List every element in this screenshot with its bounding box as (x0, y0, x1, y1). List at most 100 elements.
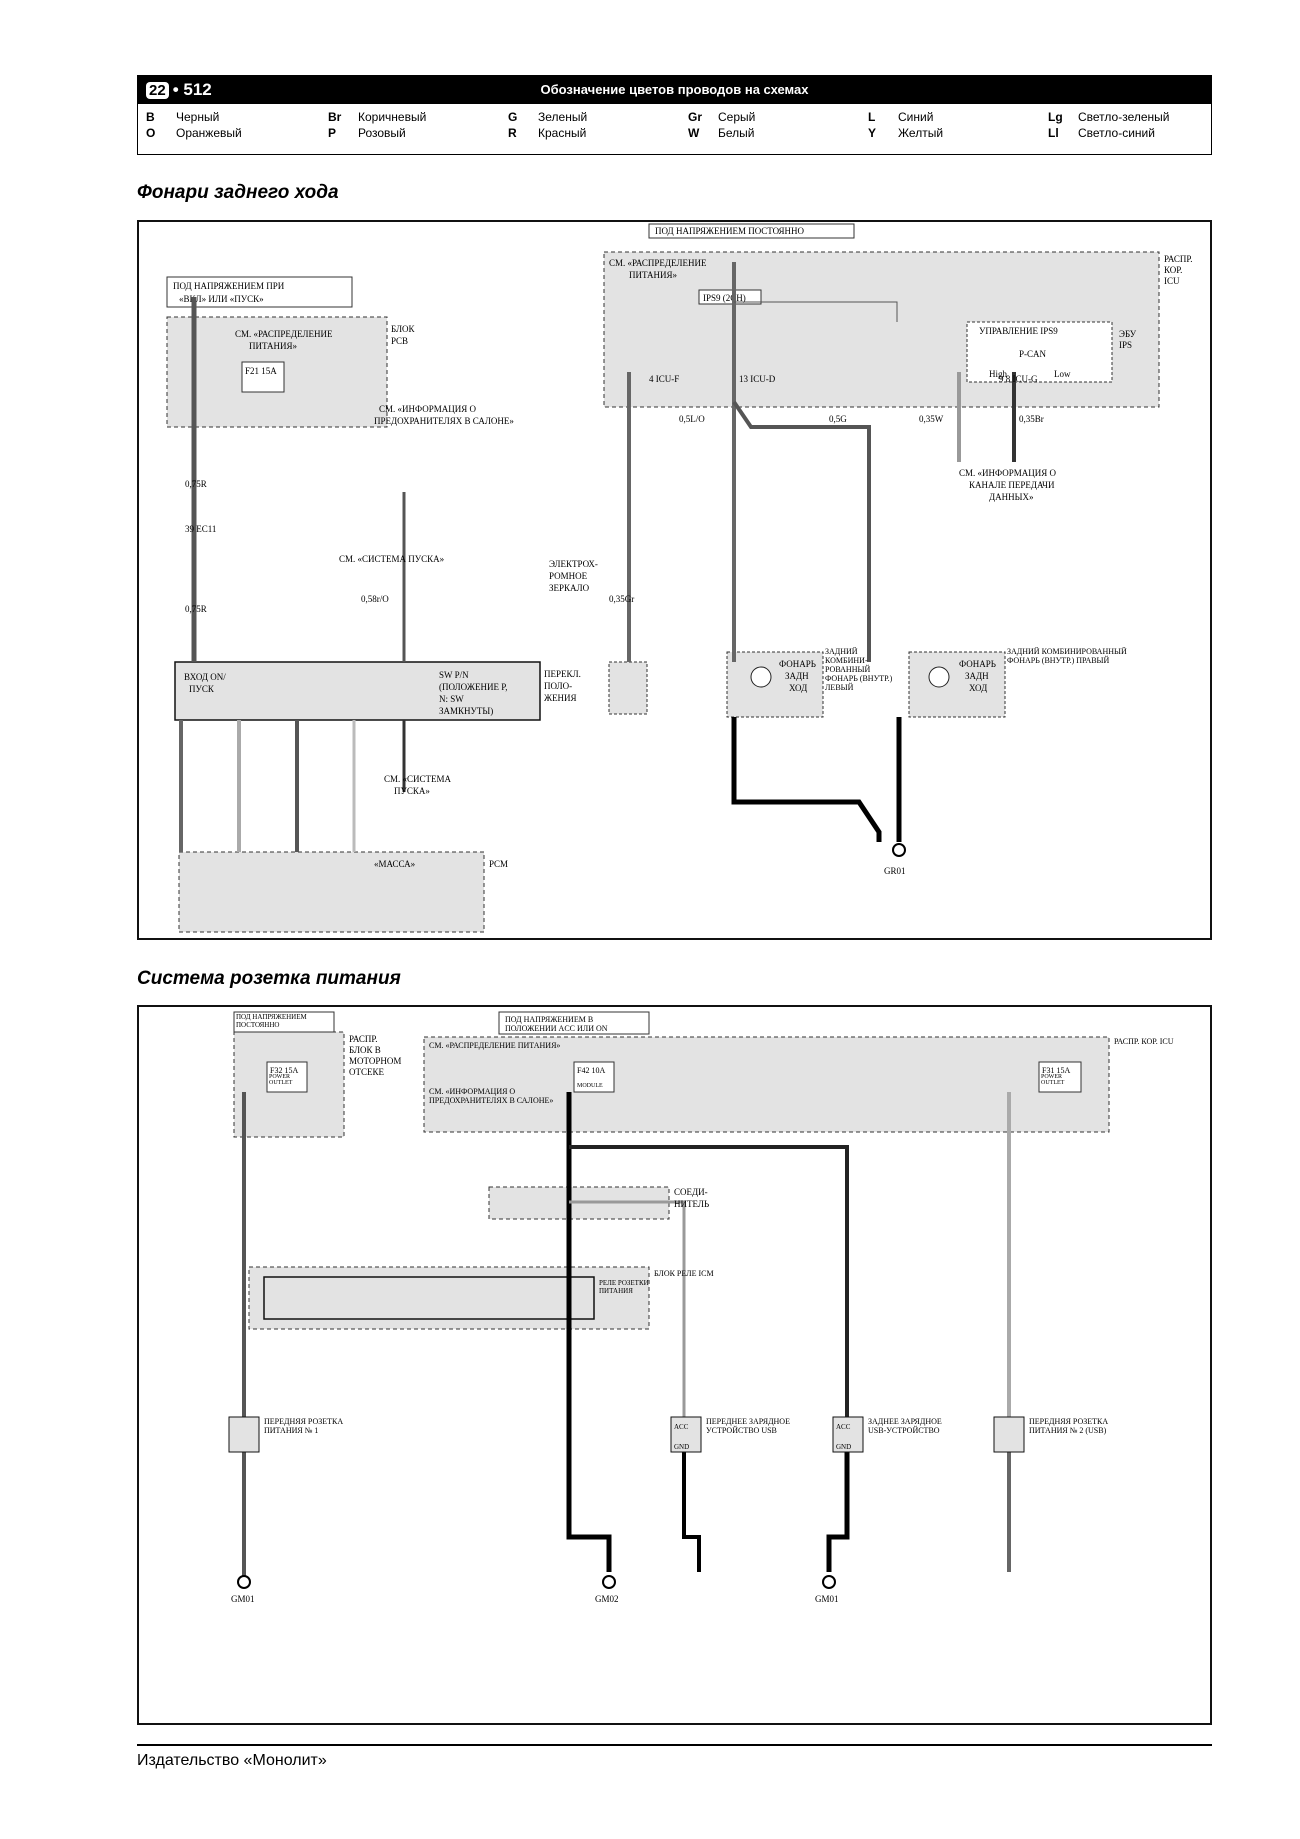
wire-05b-left (731, 717, 882, 842)
svg-text:МОТОРНОМ: МОТОРНОМ (349, 1056, 401, 1066)
wire-05l (569, 1145, 849, 1417)
svg-text:БЛОК: БЛОК (391, 324, 416, 334)
ground-icon (822, 1575, 836, 1589)
svg-text:MODULE: MODULE (577, 1083, 603, 1089)
const-power-label-2: ПОД НАПРЯЖЕНИЕМ ПОСТОЯННО (236, 1013, 307, 1029)
svg-text:ЗАДН: ЗАДН (965, 671, 989, 681)
see-dist-label: СМ. «РАСПРЕДЕЛЕНИЕ ПИТАНИЯ» (429, 1041, 560, 1050)
svg-text:ПОД НАПРЯЖЕНИЕМ ПРИ: ПОД НАПРЯЖЕНИЕМ ПРИ (173, 281, 285, 291)
electrochromic-mirror (608, 661, 648, 715)
svg-text:ПРЕДОХРАНИТЕЛЯХ В САЛОНЕ»: ПРЕДОХРАНИТЕЛЯХ В САЛОНЕ» (374, 416, 514, 426)
rear-usb-caption: ЗАДНЕЕ ЗАРЯДНОЕ USB-УСТРОЙСТВО (868, 1417, 942, 1435)
pcm-module (178, 851, 485, 933)
wire-label-035gr: 0,35Gr (609, 594, 634, 604)
front-usb-charger (670, 1416, 702, 1453)
svg-text:СМ. «СИСТЕМА ПУСКА»: СМ. «СИСТЕМА ПУСКА» (339, 554, 444, 564)
svg-text:БЛОК В: БЛОК В (349, 1045, 381, 1055)
svg-text:ACC: ACC (674, 1423, 689, 1431)
wire-03b (566, 1092, 612, 1572)
svg-text:GM01: GM01 (815, 1594, 839, 1604)
svg-text:СМ. «РАСПРЕДЕЛЕНИЕ: СМ. «РАСПРЕДЕЛЕНИЕ (609, 258, 707, 268)
svg-text:ПИТАНИЯ»: ПИТАНИЯ» (249, 341, 297, 351)
svg-text:PCM: PCM (489, 859, 508, 869)
svg-text:Low: Low (1054, 369, 1071, 379)
svg-text:ФОНАРЬ: ФОНАРЬ (779, 659, 816, 669)
section-title-reverse-lamps: Фонари заднего хода (137, 182, 339, 203)
svg-text:GR01: GR01 (884, 866, 906, 876)
relay-name-label: РЕЛЕ РОЗЕТКИ ПИТАНИЯ (599, 1279, 649, 1295)
power-outlet-label-2: POWER OUTLET (1041, 1074, 1064, 1086)
svg-text:СМ. «РАСПРЕДЕЛЕНИЕ: СМ. «РАСПРЕДЕЛЕНИЕ (235, 329, 333, 339)
right-lamp-body (908, 651, 1006, 718)
icu-junction-box-2 (423, 1036, 1110, 1133)
right-lamp-caption: ЗАДНИЙ КОМБИНИРОВАННЫЙ ФОНАРЬ (ВНУТР.) П… (1007, 647, 1127, 665)
svg-text:«ВКЛ» ИЛИ «ПУСК»: «ВКЛ» ИЛИ «ПУСК» (179, 294, 264, 304)
svg-text:PCB: PCB (391, 336, 408, 346)
power-outlet-schematic: ПОД НАПРЯЖЕНИЕМ ПОСТОЯННО ПОД НАПРЯЖЕНИЕ… (228, 1011, 1174, 1604)
header-bar: 22• 512 Обозначение цветов проводов на с… (138, 76, 1211, 104)
see-fuses-label: СМ. «ИНФОРМАЦИЯ О ПРЕДОХРАНИТЕЛЯХ В САЛО… (429, 1087, 553, 1105)
svg-text:ХОД: ХОД (969, 683, 987, 693)
fuse-f21 (241, 361, 285, 393)
svg-text:(ПОЛОЖЕНИЕ P,: (ПОЛОЖЕНИЕ P, (439, 682, 508, 692)
page-number: 22• 512 (146, 80, 212, 100)
front-outlet-1 (228, 1416, 260, 1453)
svg-text:ПОД НАПРЯЖЕНИЕМ В: ПОД НАПРЯЖЕНИЕМ В (505, 1015, 593, 1024)
wire-label-05lo: 0,5L/O (679, 414, 705, 424)
front-outlet-2-caption: ПЕРЕДНЯЯ РОЗЕТКА ПИТАНИЯ № 2 (USB) (1029, 1417, 1108, 1435)
svg-text:ПОЛО-: ПОЛО- (544, 681, 572, 691)
front-outlet-1-caption: ПЕРЕДНЯЯ РОЗЕТКА ПИТАНИЯ № 1 (264, 1417, 343, 1435)
svg-text:GM02: GM02 (595, 1594, 619, 1604)
pcb-block (166, 316, 388, 428)
svg-text:ПУСКА»: ПУСКА» (394, 786, 430, 796)
connector-icu-f: 4 ICU-F (649, 374, 679, 384)
wire-label-058r-o: 0,58r/O (361, 594, 389, 604)
right-lamp-bulb (928, 666, 950, 688)
svg-text:ВХОД ON/: ВХОД ON/ (184, 672, 226, 682)
fuse-module (573, 1061, 615, 1093)
publisher: Издательство «Монолит» (137, 1752, 327, 1769)
ips9-tag (698, 289, 762, 305)
acc-power-tag (498, 1011, 650, 1035)
section-title-power-outlet: Система розетка питания (137, 968, 401, 989)
wire-label-035w: 0,35W (919, 414, 944, 424)
svg-text:НИТЕЛЬ: НИТЕЛЬ (674, 1199, 709, 1209)
svg-text:РАСПР.: РАСПР. (349, 1034, 378, 1044)
svg-text:ОТСЕКЕ: ОТСЕКЕ (349, 1067, 385, 1077)
rear-usb-charger (832, 1416, 864, 1453)
svg-text:SW P/N: SW P/N (439, 670, 469, 680)
svg-text:«МАССА»: «МАССА» (374, 859, 415, 869)
svg-text:GND: GND (836, 1443, 851, 1451)
svg-text:ЖЕНИЯ: ЖЕНИЯ (544, 693, 577, 703)
ips-ecu-box (966, 321, 1113, 383)
svg-text:N: SW: N: SW (439, 694, 464, 704)
left-lamp-caption: ЗАДНИЙ КОМБИНИ-РОВАННЫЙ ФОНАРЬ (ВНУТР.) … (825, 647, 892, 692)
const-power-tag-2 (233, 1011, 335, 1033)
left-lamp-bulb (750, 666, 772, 688)
svg-text:IPS: IPS (1119, 340, 1132, 350)
svg-text:СМ. «ИНФОРМАЦИЯ О: СМ. «ИНФОРМАЦИЯ О (379, 404, 476, 414)
svg-text:ДАННЫХ»: ДАННЫХ» (989, 492, 1034, 502)
diagram-power-outlet: ПОД НАПРЯЖЕНИЕМ ПОСТОЯННО ПОД НАПРЯЖЕНИЕ… (137, 1005, 1212, 1725)
svg-text:ЗЕРКАЛО: ЗЕРКАЛО (549, 583, 590, 593)
fuse-power-outlet (266, 1061, 308, 1093)
svg-text:IPS9 (2CH): IPS9 (2CH) (703, 293, 746, 303)
relay-block-label: БЛОК РЕЛЕ ICM (654, 1269, 714, 1278)
svg-text:GND: GND (674, 1443, 689, 1451)
svg-text:ПУСК: ПУСК (189, 684, 215, 694)
on-power-tag (166, 276, 353, 308)
ground-icon (892, 843, 906, 857)
wire-03b-2 (826, 1452, 850, 1572)
const-power-tag (648, 223, 855, 239)
diagram-reverse-lamps: ПОД НАПРЯЖЕНИЕМ ПОСТОЯННО ПОД НАПРЯЖЕНИЕ… (137, 220, 1212, 940)
wire-label-035br: 0,35Br (1019, 414, 1044, 424)
connector-ec11: 39 EC11 (185, 524, 216, 534)
svg-text:F21 15A: F21 15A (245, 366, 277, 376)
